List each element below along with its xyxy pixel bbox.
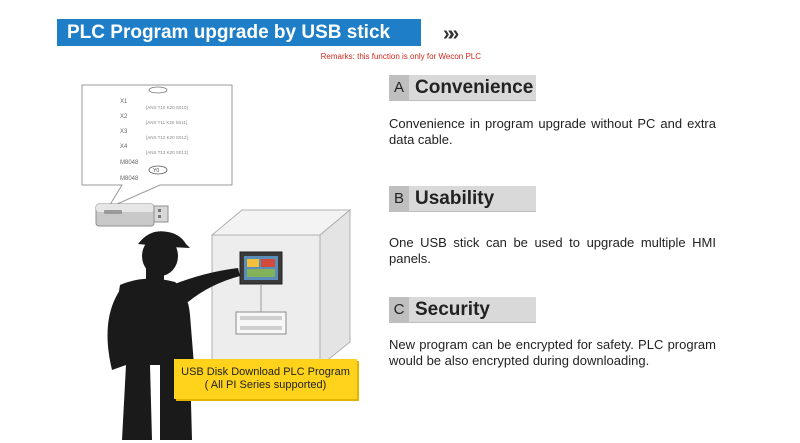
caption-line-2: ( All PI Series supported) (204, 379, 327, 391)
callout-code-3: [ANS T12 K20 S012] (146, 135, 188, 140)
callout-code-1: [ANS T10 K20 S010] (146, 105, 188, 110)
section-c-letter: C (389, 297, 409, 323)
section-c-body: New program can be encrypted for safety.… (389, 337, 716, 368)
usb-upgrade-illustration: X1 [ANS T10 K20 S010] X2 [ANS T11 K20 S0… (81, 84, 352, 440)
section-a-title: Convenience (415, 77, 534, 98)
section-b-letter: B (389, 186, 409, 212)
section-c-title: Security (415, 299, 490, 320)
section-a-letter: A (389, 75, 409, 101)
callout-label-x4: X4 (120, 144, 128, 150)
page-title: PLC Program upgrade by USB stick (57, 19, 421, 46)
callout-label-x3: X3 (120, 129, 128, 135)
callout-code-2: [ANS T11 K20 S011] (146, 120, 187, 125)
section-c-header: C Security (389, 297, 536, 323)
double-chevron-icon: »» (443, 23, 459, 45)
caption-line-1: USB Disk Download PLC Program (181, 366, 350, 378)
caption-box: USB Disk Download PLC Program ( All PI S… (174, 359, 357, 399)
usb-stick-icon (95, 203, 169, 227)
ladder-program-callout: X1 [ANS T10 K20 S010] X2 [ANS T11 K20 S0… (81, 84, 233, 210)
callout-badge-y0: Y0 (153, 168, 159, 174)
hmi-panel (239, 251, 283, 312)
remarks-note: Remarks: this function is only for Wecon… (320, 52, 481, 61)
callout-label-x2: X2 (120, 114, 128, 120)
callout-label-m8048a: M8048 (120, 160, 139, 166)
plc-unit (235, 311, 287, 335)
section-b-header: B Usability (389, 186, 536, 212)
section-b-body: One USB stick can be used to upgrade mul… (389, 235, 716, 266)
person-silhouette (107, 231, 240, 440)
callout-label-m8048b: M8048 (120, 176, 139, 182)
section-a-body: Convenience in program upgrade without P… (389, 116, 716, 147)
control-cabinet (210, 208, 352, 368)
section-b-title: Usability (415, 188, 495, 209)
callout-label-x1: X1 (120, 99, 128, 105)
section-a-header: A Convenience (389, 75, 536, 101)
callout-code-4: [ANS T13 K20 S013] (146, 150, 188, 155)
